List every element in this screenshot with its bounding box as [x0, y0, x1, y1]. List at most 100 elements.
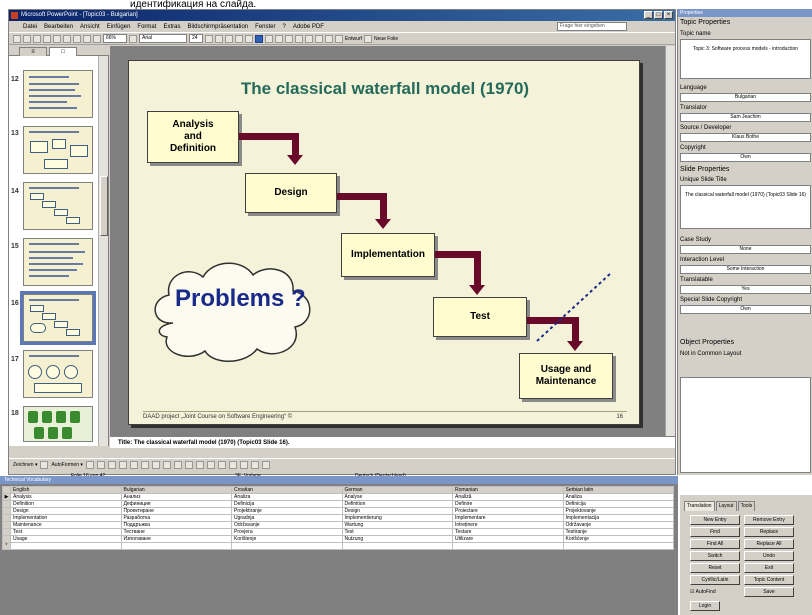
remove-entry-button[interactable]: Remove Entry — [744, 515, 794, 525]
menu-extras[interactable]: Extras — [163, 23, 181, 30]
language-field[interactable]: Bulgarian — [680, 93, 811, 102]
menu-datei[interactable]: Datei — [23, 23, 38, 30]
unique-title-field[interactable]: The classical waterfall model (1970) (To… — [680, 185, 811, 229]
line-style-icon[interactable] — [217, 460, 226, 469]
cyrillic-latin-button[interactable]: Cyrillic/Latin — [690, 575, 740, 585]
table-cell[interactable]: Projektovanje — [562, 507, 674, 515]
shadow-icon[interactable] — [235, 34, 243, 43]
table-cell[interactable]: Analyse — [341, 493, 453, 501]
table-cell[interactable]: Analiză — [452, 493, 564, 501]
table-cell[interactable]: Nutzung — [341, 535, 453, 543]
slide-thumbnail-18[interactable] — [23, 406, 93, 442]
wordart-icon[interactable] — [140, 460, 149, 469]
table-cell[interactable]: Testare — [452, 528, 564, 536]
close-button[interactable]: × — [664, 11, 673, 19]
table-cell[interactable]: Definicija — [562, 500, 674, 508]
table-cell[interactable]: Test — [10, 528, 122, 536]
line-color-icon[interactable] — [195, 460, 204, 469]
slide-thumbnail-13[interactable] — [23, 126, 93, 174]
menu-ansicht[interactable]: Ansicht — [80, 23, 100, 30]
table-cell[interactable]: Analiza — [562, 493, 674, 501]
font-select[interactable]: Arial — [139, 34, 187, 43]
new-entry-button[interactable]: New Entry — [690, 515, 740, 525]
table-icon[interactable] — [93, 34, 101, 43]
underline-icon[interactable] — [225, 34, 233, 43]
copyright-field[interactable]: Own — [680, 153, 811, 162]
new-slide-icon[interactable] — [363, 34, 372, 43]
table-cell[interactable]: Korišćenje — [562, 535, 674, 543]
box-test[interactable]: Test — [433, 297, 527, 337]
table-cell[interactable]: Definire — [452, 500, 564, 508]
column-header[interactable]: German — [341, 486, 453, 494]
table-cell[interactable]: Използване — [120, 535, 232, 543]
bullets-icon[interactable] — [285, 34, 293, 43]
print-icon[interactable] — [43, 34, 51, 43]
column-header[interactable]: Serbian latin — [562, 486, 674, 494]
slide-thumbnail-16[interactable] — [20, 291, 96, 345]
box-analysis[interactable]: Analysis and Definition — [147, 111, 239, 163]
slide-thumbnail-15[interactable] — [23, 238, 93, 286]
source-field[interactable]: Klaus Bothe — [680, 133, 811, 142]
box-implementation[interactable]: Implementation — [341, 233, 435, 277]
shrink-font-icon[interactable] — [305, 34, 313, 43]
reset-button[interactable]: Reset — [690, 563, 740, 573]
numbering-icon[interactable] — [275, 34, 283, 43]
slide-title[interactable]: The classical waterfall model (1970) — [240, 79, 530, 98]
grow-font-icon[interactable] — [295, 34, 303, 43]
table-cell[interactable]: Design — [10, 507, 122, 515]
chart-icon[interactable] — [83, 34, 91, 43]
dash-style-icon[interactable] — [228, 460, 237, 469]
menu-einfuegen[interactable]: Einfügen — [106, 23, 131, 30]
exit-button[interactable]: Exit — [744, 563, 794, 573]
table-cell[interactable]: Тестване — [120, 528, 232, 536]
maximize-button[interactable]: □ — [654, 11, 663, 19]
switch-button[interactable]: Switch — [690, 551, 740, 561]
find-button[interactable]: Find — [690, 527, 740, 537]
font-color-icon[interactable] — [335, 34, 343, 43]
menu-help[interactable]: ? — [282, 23, 286, 30]
new-icon[interactable] — [13, 34, 21, 43]
menu-bildschirmpraesentation[interactable]: Bildschirmpräsentation — [187, 23, 249, 30]
canvas-scrollbar[interactable] — [665, 46, 675, 436]
replace-button[interactable]: Replace — [744, 527, 794, 537]
oval-icon[interactable] — [118, 460, 127, 469]
decrease-indent-icon[interactable] — [315, 34, 323, 43]
tab-layout[interactable]: Layout — [715, 501, 737, 511]
font-size-select[interactable]: 24 — [189, 34, 203, 43]
minimize-button[interactable]: _ — [644, 11, 653, 19]
topic-name-field[interactable]: Topic 3: Software process models - intro… — [680, 39, 811, 79]
3d-style-icon[interactable] — [261, 460, 270, 469]
line-icon[interactable] — [85, 460, 94, 469]
cloud-shape[interactable] — [143, 253, 319, 371]
login-button[interactable]: Login — [690, 601, 720, 611]
table-cell[interactable]: Definicija — [231, 500, 343, 508]
zeichnen-menu[interactable]: Zeichnen ▾ — [13, 461, 38, 468]
table-cell[interactable]: Поддръжка — [120, 521, 232, 529]
slide[interactable]: The classical waterfall model (1970) Ana… — [128, 60, 640, 425]
zoom-select[interactable]: 66% — [103, 34, 127, 43]
column-header[interactable]: Croatian — [231, 486, 343, 494]
tab-translation[interactable]: Translation — [684, 501, 715, 511]
table-cell[interactable]: Design — [341, 507, 453, 515]
spelling-icon[interactable] — [63, 34, 71, 43]
new-slide-button[interactable]: Neue Folie — [373, 35, 399, 42]
table-cell[interactable]: Provjera — [231, 528, 343, 536]
menu-bearbeiten[interactable]: Bearbeiten — [44, 23, 74, 30]
thumbnail-scroll-thumb[interactable] — [100, 176, 108, 236]
bold-icon[interactable] — [205, 34, 213, 43]
align-left-icon[interactable] — [245, 34, 253, 43]
table-cell[interactable]: Проектиране — [120, 507, 232, 515]
rectangle-icon[interactable] — [107, 460, 116, 469]
table-cell[interactable]: Maintenance — [10, 521, 122, 529]
table-cell[interactable]: Utilizare — [452, 535, 564, 543]
diagram-icon[interactable] — [151, 460, 160, 469]
title-bar[interactable]: Microsoft PowerPoint - [Topic03 - Bulgar… — [9, 10, 675, 21]
arrow-icon[interactable] — [96, 460, 105, 469]
table-cell[interactable]: Analiza — [231, 493, 343, 501]
select-pointer-icon[interactable] — [40, 460, 49, 469]
